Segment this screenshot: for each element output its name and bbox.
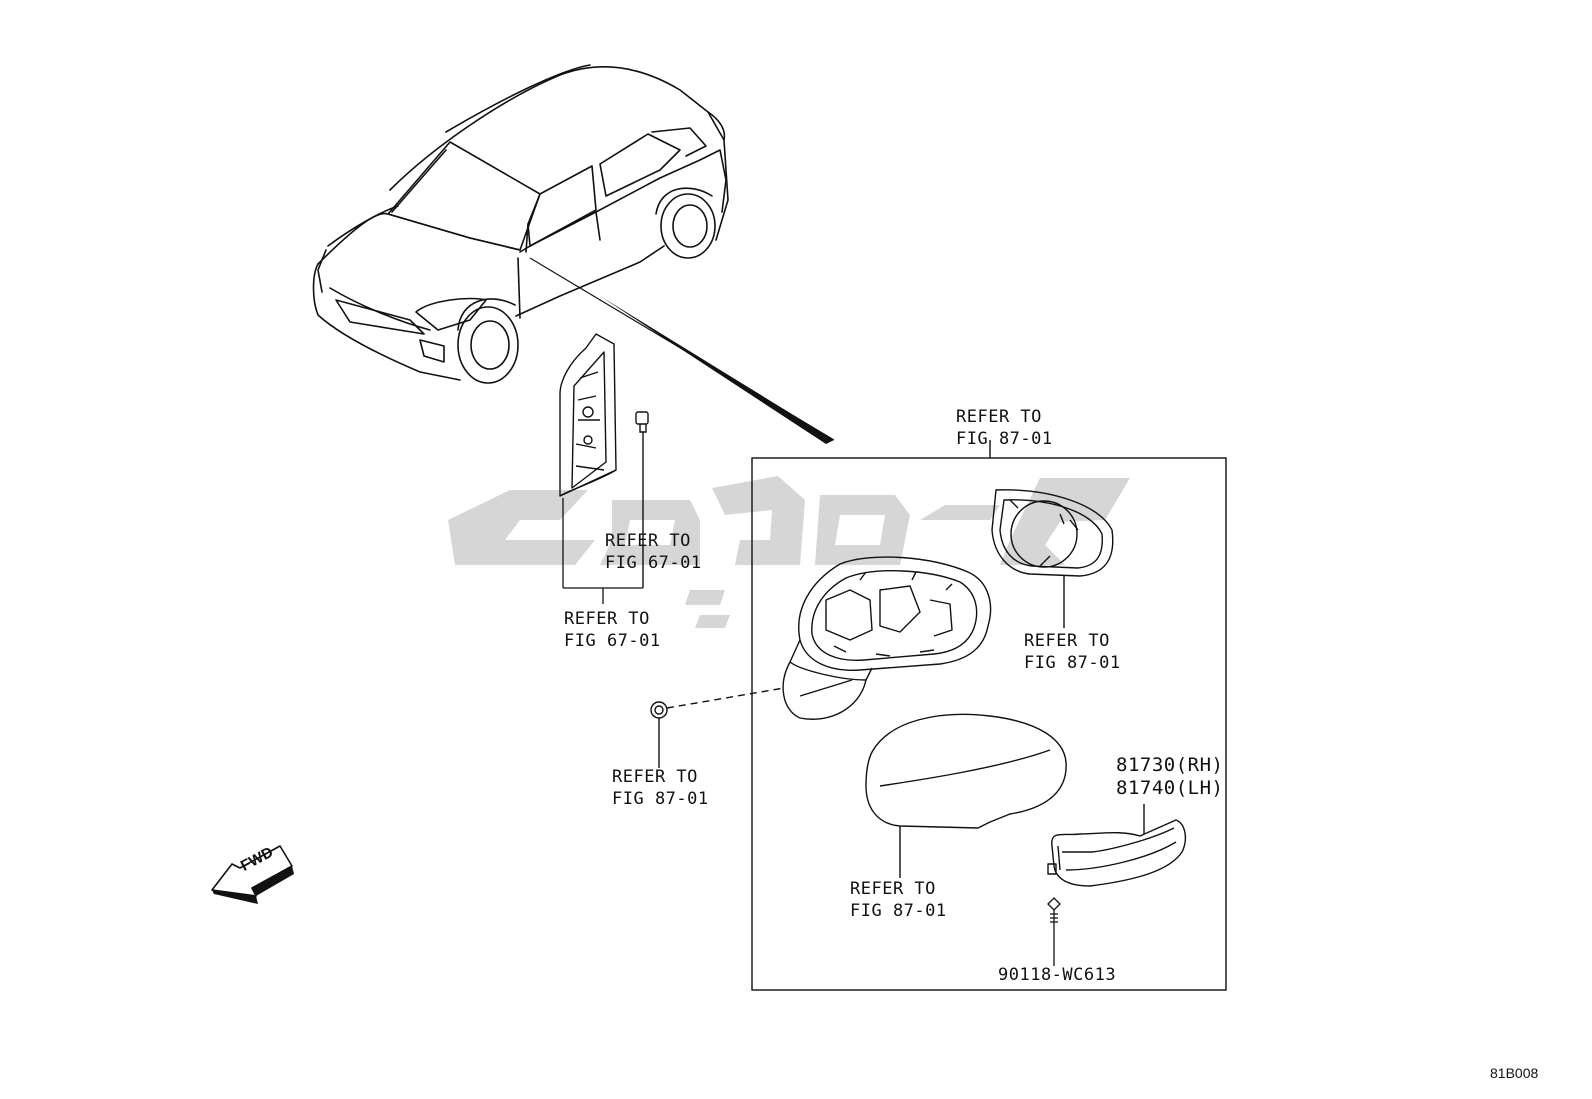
refer-label-nut-line2: FIG 87-01 [612,789,709,809]
part-number-lh: 81740(LH) [1116,777,1224,799]
refer-label-glass-line2: FIG 87-01 [1024,653,1121,673]
mirror-assembly-box [751,440,1227,991]
mirror-glass-part [991,489,1114,628]
refer-label-glass-line1: REFER TO [1024,631,1110,651]
refer-label-garnish-outer-line1: REFER TO [564,609,650,629]
fwd-arrow-icon [211,845,294,904]
mirror-cover-part [865,713,1067,878]
part-number-screw: 90118-WC613 [998,965,1117,985]
clip-part [635,411,649,588]
refer-label-top-line1: REFER TO [956,407,1042,427]
callout-leader [529,257,835,444]
mirror-housing-part [782,556,992,720]
inner-garnish-part [559,333,617,497]
figure-code: 81B008 [1490,1065,1539,1081]
turn-signal-lamp-part [1047,804,1187,887]
refer-label-top-line2: FIG 87-01 [956,429,1053,449]
part-number-rh: 81730(RH) [1116,754,1224,776]
refer-label-nut-line1: REFER TO [612,767,698,787]
refer-label-garnish-inner-line1: REFER TO [605,531,691,551]
watermark-logo [448,476,1130,628]
garnish-bracket [562,498,643,604]
refer-label-garnish-inner-line2: FIG 67-01 [605,553,702,573]
screw-part [1047,897,1061,966]
refer-label-garnish-outer-line2: FIG 67-01 [564,631,661,651]
refer-label-cover-line1: REFER TO [850,879,936,899]
car-outline-icon [312,64,729,384]
refer-label-cover-line2: FIG 87-01 [850,901,947,921]
nut-part [650,687,785,768]
